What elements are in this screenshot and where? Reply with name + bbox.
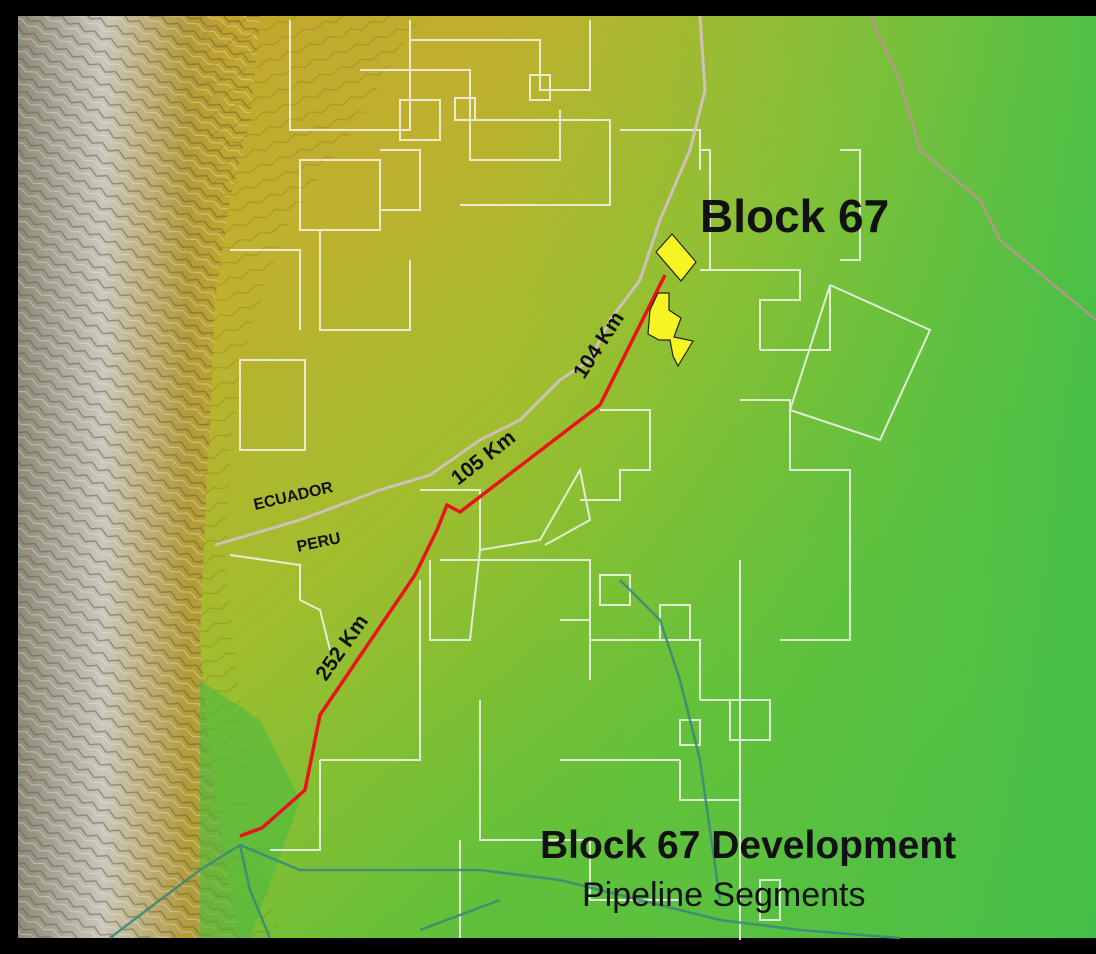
development-title: Block 67 Development — [540, 824, 956, 867]
block-67-fields — [647, 233, 697, 368]
concession-boundaries — [229, 20, 932, 940]
river-network — [109, 579, 901, 940]
terrain-layer — [18, 16, 1096, 938]
development-subtitle: Pipeline Segments — [582, 876, 866, 914]
block-67-field-north — [655, 233, 697, 282]
block-67-title: Block 67 — [700, 190, 889, 242]
block-67-field-south — [647, 292, 694, 368]
international-border — [214, 15, 1096, 547]
pipeline-route — [239, 274, 667, 838]
